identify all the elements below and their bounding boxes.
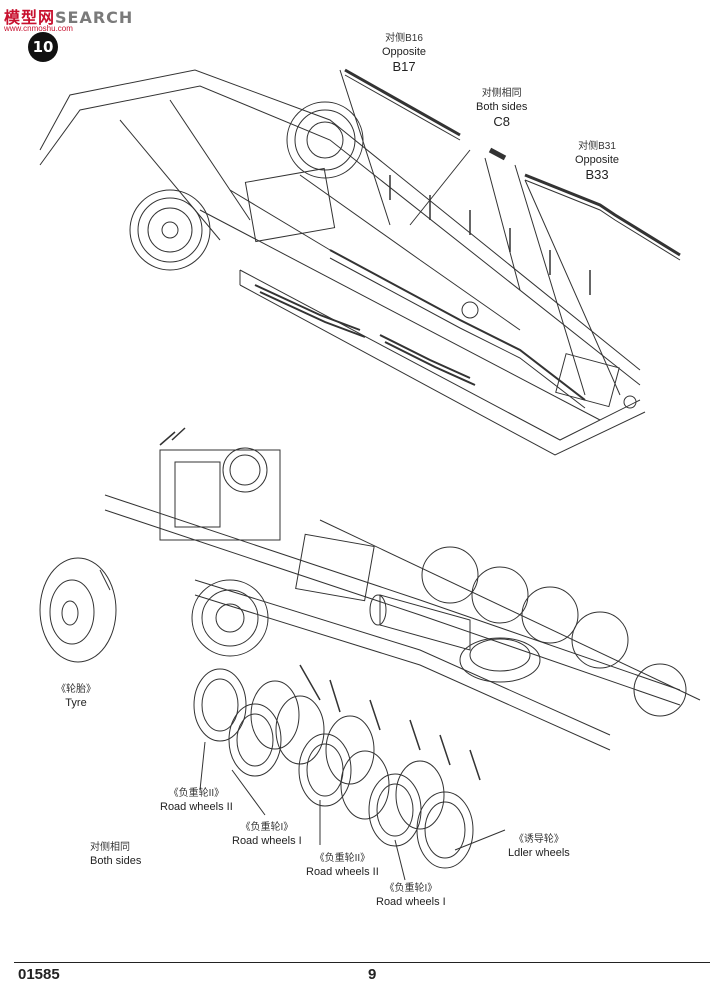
watermark-brand-chars: 模型网 xyxy=(4,8,56,27)
page-number: 9 xyxy=(368,966,377,983)
callout-road-wheels-ii-b-cn: 《负重轮II》 xyxy=(314,853,371,864)
callout-road-wheels-ii-b: 《负重轮II》 Road wheels II xyxy=(306,853,379,879)
callout-c8-en: Both sides xyxy=(476,100,528,113)
callout-b17-cn: 对侧B16 xyxy=(385,33,423,44)
callout-both-sides-en: Both sides xyxy=(90,854,142,867)
callout-c8-cn: 对侧相同 xyxy=(481,88,522,99)
kit-code: 01585 xyxy=(18,966,60,983)
callout-b33-part: B33 xyxy=(585,167,609,183)
callout-road-wheels-ii-a-en: Road wheels II xyxy=(160,800,233,813)
callout-b17-en: Opposite xyxy=(382,45,427,58)
callout-road-wheels-i-b: 《负重轮I》 Road wheels I xyxy=(376,883,446,909)
callout-road-wheels-ii-a-cn: 《负重轮II》 xyxy=(168,788,225,799)
callout-idler-wheels-en: Ldler wheels xyxy=(508,846,570,859)
callout-both-sides-cn: 对侧相同 xyxy=(90,842,130,853)
watermark-url: www.cnmoshu.com xyxy=(4,24,73,33)
callout-road-wheels-i-a: 《负重轮I》 Road wheels I xyxy=(232,822,302,848)
callout-idler-wheels-cn: 《诱导轮》 xyxy=(513,834,564,845)
callout-road-wheels-i-b-cn: 《负重轮I》 xyxy=(384,883,438,894)
callout-road-wheels-i-a-cn: 《负重轮I》 xyxy=(240,822,294,833)
callout-c8: 对侧相同 Both sides C8 xyxy=(476,88,527,131)
callout-tyre-cn: 《轮胎》 xyxy=(56,684,96,695)
lower-chassis-assembly xyxy=(39,427,701,881)
callout-tyre: 《轮胎》 Tyre xyxy=(56,684,96,710)
callout-b17-part: B17 xyxy=(392,59,416,75)
watermark-brand-tail: SEARCH xyxy=(55,8,134,27)
upper-chassis-assembly xyxy=(39,68,681,456)
callout-b33-en: Opposite xyxy=(575,153,620,166)
callout-idler-wheels: 《诱导轮》 Ldler wheels xyxy=(508,834,570,860)
callout-c8-part: C8 xyxy=(493,114,510,130)
callout-road-wheels-i-a-en: Road wheels I xyxy=(232,834,302,847)
callout-road-wheels-i-b-en: Road wheels I xyxy=(376,895,446,908)
step-number-badge: 10 xyxy=(28,32,58,62)
footer-divider xyxy=(14,962,710,963)
callout-b33: 对侧B31 Opposite B33 xyxy=(575,141,619,184)
watermark-logo: 模型网SEARCH xyxy=(4,4,133,28)
callout-both-sides: 对侧相同 Both sides xyxy=(90,842,141,868)
callout-road-wheels-ii-a: 《负重轮II》 Road wheels II xyxy=(160,788,233,814)
callout-b17: 对侧B16 Opposite B17 xyxy=(382,33,426,76)
callout-tyre-en: Tyre xyxy=(65,696,87,709)
callout-b33-cn: 对侧B31 xyxy=(578,141,616,152)
callout-road-wheels-ii-b-en: Road wheels II xyxy=(306,865,379,878)
